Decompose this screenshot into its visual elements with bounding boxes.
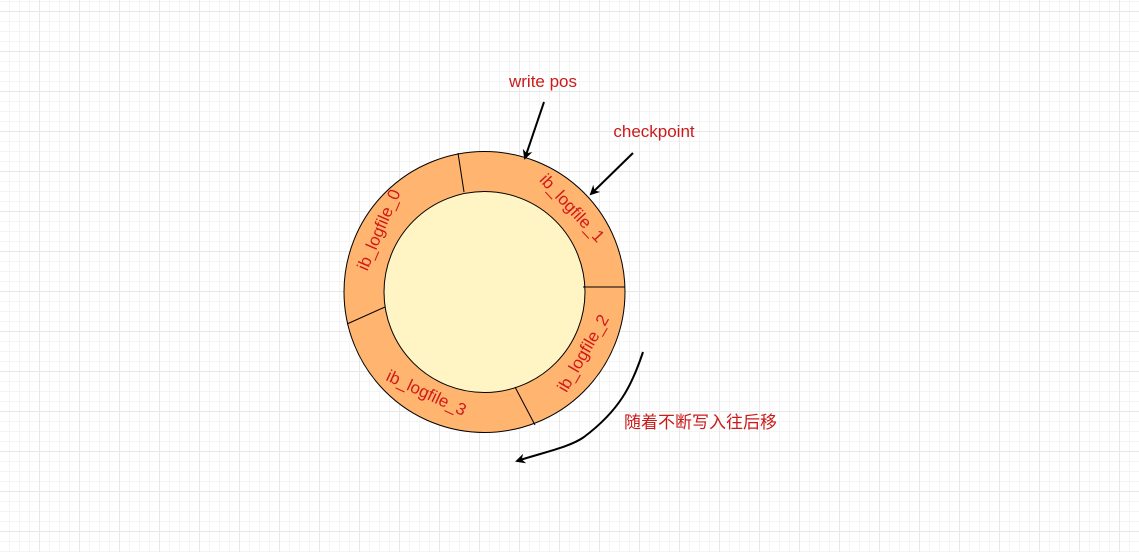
movement-direction-arrow (515, 351, 644, 464)
inner-circle (383, 191, 586, 393)
write-pos-arrow (522, 101, 545, 160)
divider-0-1 (457, 152, 465, 193)
divider-2-3 (514, 386, 536, 426)
checkpoint-arrow (589, 152, 634, 196)
checkpoint-label: checkpoint (613, 122, 695, 141)
movement-note: 随着不断写入往后移 (624, 413, 777, 432)
write-pos-label: write pos (508, 72, 577, 91)
divider-3-0 (346, 306, 386, 325)
